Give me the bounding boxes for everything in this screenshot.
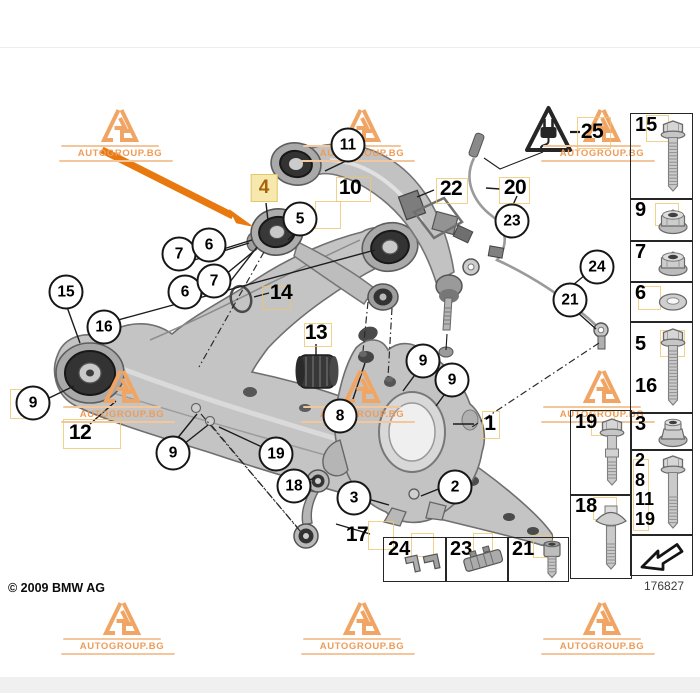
fastener-cell-arrow[interactable]: [630, 534, 693, 576]
bolt-icon: [660, 119, 686, 192]
bolt-axis-lines: [198, 251, 600, 538]
callout-3[interactable]: 3: [336, 480, 372, 516]
callout-5[interactable]: 5: [282, 201, 318, 237]
part-integral-link: [293, 469, 330, 549]
fastener-cell-15[interactable]: 15: [630, 113, 693, 200]
flange-nut-icon: [658, 209, 688, 235]
callout-19[interactable]: 19: [258, 436, 294, 472]
part-oring: [229, 284, 253, 314]
callout-21[interactable]: 21: [552, 282, 588, 318]
fastener-numbers: 21: [512, 538, 535, 560]
callout-8[interactable]: 8: [322, 398, 358, 434]
warning-triangle-icon: [525, 106, 572, 152]
callout-9[interactable]: 9: [434, 362, 470, 398]
part-link-hotspot[interactable]: [482, 411, 500, 439]
bolt-dome-icon: [595, 505, 627, 570]
callout-4[interactable]: 4: [250, 174, 278, 202]
part-link-hotspot[interactable]: [368, 521, 394, 550]
callout-22[interactable]: 22: [439, 177, 463, 200]
part-link-hotspot[interactable]: [304, 323, 332, 347]
flange-nut-icon: [658, 250, 688, 276]
bracket-icon: [463, 544, 504, 572]
fastener-cell-24[interactable]: 24: [383, 537, 447, 582]
bolt-icon: [660, 327, 686, 406]
callout-16[interactable]: 16: [86, 309, 122, 345]
fastener-cell-19[interactable]: 19: [570, 410, 632, 496]
fastener-cell-18[interactable]: 18: [570, 494, 632, 579]
fastener-cell-23[interactable]: 23: [445, 537, 509, 582]
callout-12[interactable]: 12: [68, 421, 92, 444]
callout-15[interactable]: 15: [48, 274, 84, 310]
part-link-hotspot[interactable]: [336, 177, 371, 202]
arrow-out-icon: [640, 543, 683, 571]
part-link-hotspot[interactable]: [63, 419, 121, 449]
part-link-hotspot[interactable]: [262, 286, 291, 310]
page-divider-bottom: [0, 677, 700, 693]
fastener-numbers: 18: [575, 495, 598, 517]
fastener-numbers: 15: [635, 114, 658, 136]
page-divider-top: [0, 47, 700, 48]
callout-10[interactable]: 10: [338, 176, 362, 199]
callout-18[interactable]: 18: [276, 468, 312, 504]
fastener-cell-3[interactable]: 3: [630, 412, 693, 451]
callout-9[interactable]: 9: [155, 435, 191, 471]
callout-17[interactable]: 17: [345, 523, 369, 546]
fastener-numbers: 3: [635, 413, 647, 435]
callout-7[interactable]: 7: [196, 263, 232, 299]
callout-6[interactable]: 6: [191, 227, 227, 263]
part-link-hotspot[interactable]: [633, 459, 649, 531]
callout-13[interactable]: 13: [304, 321, 328, 344]
callout-25[interactable]: 25: [580, 120, 604, 143]
copyright-text: © 2009 BMW AG: [8, 581, 105, 595]
fastener-cell-9[interactable]: 9: [630, 198, 693, 242]
highlight-arrow: [100, 146, 254, 227]
clips-icon: [404, 552, 441, 573]
callout-9[interactable]: 9: [405, 343, 441, 379]
diagram-number: 176827: [644, 579, 685, 593]
bolt-half-icon: [660, 454, 686, 529]
fastener-numbers: 7: [635, 241, 647, 263]
fastener-numbers: 9: [635, 199, 647, 221]
callout-14[interactable]: 14: [269, 281, 293, 304]
callout-23[interactable]: 23: [494, 203, 530, 239]
fastener-numbers: 23: [450, 538, 473, 560]
bolt-collar-icon: [599, 418, 625, 486]
fastener-cell-21[interactable]: 21: [507, 537, 569, 582]
fastener-cell-6[interactable]: 6: [630, 281, 693, 323]
part-link-hotspot[interactable]: [315, 201, 341, 229]
part-rubber-bushing: [295, 354, 339, 389]
fastener-cell-7[interactable]: 7: [630, 240, 693, 283]
fastener-numbers: 24: [388, 538, 411, 560]
part-abs-sensor-cable: [397, 132, 609, 350]
fastener-numbers: 19: [575, 411, 598, 433]
fastener-numbers: 6: [635, 282, 647, 304]
callout-24[interactable]: 24: [579, 249, 615, 285]
callout-20[interactable]: 20: [503, 176, 527, 199]
washer-icon: [658, 293, 688, 311]
callout-11[interactable]: 11: [330, 127, 366, 163]
part-link-hotspot[interactable]: [436, 178, 468, 204]
callout-2[interactable]: 2: [437, 469, 473, 505]
nut-icon: [658, 418, 688, 447]
callout-9[interactable]: 9: [15, 385, 51, 421]
socket-screw-icon: [543, 540, 561, 578]
part-link-hotspot[interactable]: [411, 533, 434, 557]
callout-1[interactable]: 1: [484, 412, 496, 435]
